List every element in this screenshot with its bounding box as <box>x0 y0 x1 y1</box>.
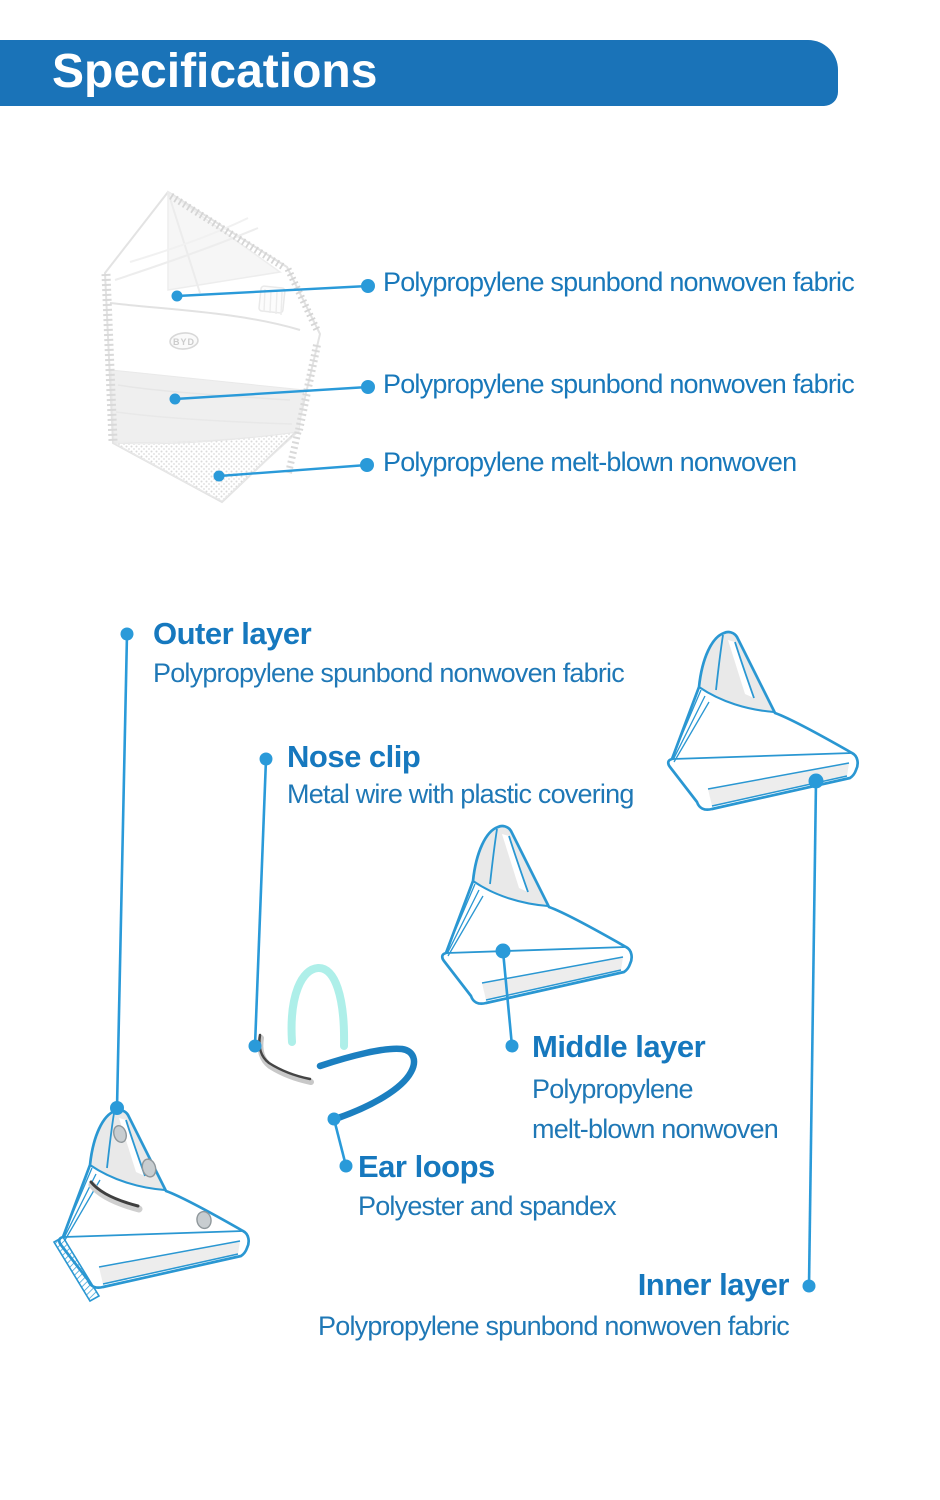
callout-second-fabric: Polypropylene spunbond nonwoven fabric <box>383 369 855 399</box>
inner-layer-desc: Polypropylene spunbond nonwoven fabric <box>318 1311 790 1341</box>
connectors <box>110 279 824 1293</box>
mask-diagram-outer-details <box>52 1125 212 1303</box>
callout-meltblown: Polypropylene melt-blown nonwoven <box>383 447 797 477</box>
mask-diagram-middle-layer <box>442 826 631 1004</box>
nose-wire <box>89 1180 140 1208</box>
middle-layer-desc: Polypropylene melt-blown nonwoven <box>532 1074 779 1144</box>
hatched-edge <box>52 1235 101 1303</box>
outer-layer-desc: Polypropylene spunbond nonwoven fabric <box>153 658 625 688</box>
nose-clip-title: Nose clip <box>287 739 421 774</box>
outer-layer-title: Outer layer <box>153 616 312 651</box>
ear-loops-desc: Polyester and spandex <box>358 1191 617 1221</box>
header-bar: Specifications <box>0 40 838 106</box>
mask-photo: BYD <box>101 190 322 504</box>
ear-loops-title: Ear loops <box>358 1149 495 1184</box>
ear-loops-drawing <box>257 964 418 1122</box>
nose-clip-desc: Metal wire with plastic covering <box>287 779 634 809</box>
page-title: Specifications <box>52 45 378 98</box>
mask-diagram-outer-layer <box>59 1110 248 1288</box>
byd-logo-oval <box>169 332 199 350</box>
middle-layer-title: Middle layer <box>532 1029 706 1064</box>
byd-logo-text: BYD <box>173 337 195 347</box>
callout-outer-fabric: Polypropylene spunbond nonwoven fabric <box>383 267 855 297</box>
inner-layer-title: Inner layer <box>637 1267 790 1302</box>
mask-diagram-inner-layer <box>668 632 857 810</box>
